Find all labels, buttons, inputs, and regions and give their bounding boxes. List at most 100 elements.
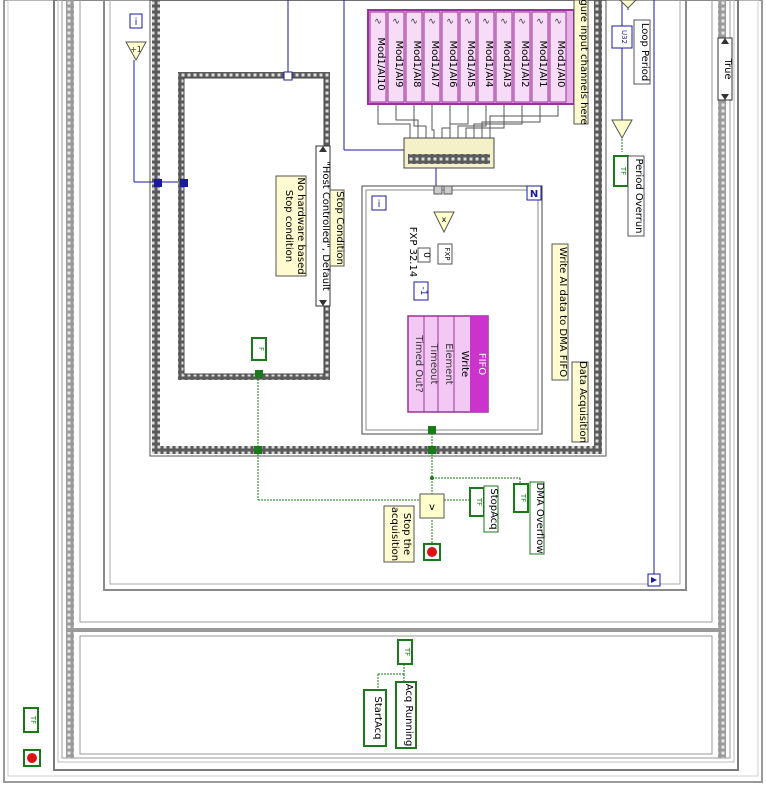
- channel-wave-icon: ∿: [518, 17, 526, 27]
- stop-comment-line2: acquisition: [389, 507, 400, 561]
- stop-comment: Stop the acquisition: [383, 505, 415, 563]
- case-selector-true[interactable]: True: [717, 37, 733, 101]
- ai-channel-cells: ∿Mod1/AI10∿Mod1/AI9∿Mod1/AI8∿Mod1/AI7∿Mo…: [369, 11, 567, 103]
- for-iteration-terminal: i: [378, 199, 381, 210]
- period-overrun-type: TF: [619, 166, 627, 175]
- channel-wave-icon: ∿: [446, 17, 454, 27]
- case-selector-label[interactable]: "Host Controlled", Default: [315, 145, 331, 307]
- svg-text:x: x: [442, 215, 447, 224]
- channel-constant[interactable]: ∿ Mod1/AI10: [369, 11, 387, 103]
- dma-overflow-indicator[interactable]: TF DMA Overflow: [513, 481, 545, 555]
- channel-label: Mod1/AI8: [411, 41, 422, 88]
- zero-constant: 0: [421, 252, 431, 258]
- fifo-element-label: Element: [443, 343, 454, 384]
- timed-loop: [103, 0, 687, 591]
- start-acq-local[interactable]: StartAcq: [363, 689, 387, 747]
- sequence-frame-main: [61, 0, 731, 759]
- fifo-title: FIFO: [476, 353, 487, 375]
- channel-constant[interactable]: ∿ Mod1/AI2: [513, 11, 531, 103]
- channel-label: Mod1/AI3: [501, 41, 512, 88]
- stop-acq-label: StopAcq: [488, 488, 499, 529]
- svg-text:F: F: [257, 347, 265, 351]
- channel-label: Mod1/AI10: [375, 37, 386, 90]
- acq-running-type: TF: [403, 647, 411, 656]
- dma-overflow-label: DMA Overflow: [534, 483, 545, 554]
- channel-label: Mod1/AI5: [465, 41, 476, 88]
- outer-stop-type: TF: [29, 715, 37, 724]
- configure-channels-comment: gure input channels here: [573, 0, 589, 125]
- channel-wave-icon: ∿: [554, 17, 562, 27]
- period-overrun-node: TF Period Overrun: [611, 119, 645, 237]
- data-acquisition-text: Data Acquisition: [577, 361, 588, 443]
- stop-condition-label: Stop Condition: [329, 189, 345, 267]
- or-node: v: [419, 493, 445, 519]
- boolean-tunnels: [254, 446, 436, 480]
- channel-label: Mod1/AI2: [519, 41, 530, 88]
- start-acq-label: StartAcq: [372, 697, 383, 740]
- data-acquisition-label: Data Acquisition: [571, 361, 589, 443]
- channel-label: Mod1/AI1: [537, 41, 548, 88]
- no-hw-line2: Stop condition: [283, 190, 294, 262]
- channel-wave-icon: ∿: [536, 17, 544, 27]
- channel-wave-icon: ∿: [392, 17, 400, 27]
- acq-running-indicator[interactable]: TF Acq Running: [395, 639, 417, 749]
- channel-constant[interactable]: ∿ Mod1/AI0: [549, 11, 567, 103]
- stop-acq-local[interactable]: TF StopAcq: [469, 485, 499, 533]
- neg-one-constant: -1: [413, 281, 429, 301]
- channel-label: Mod1/AI4: [483, 41, 494, 88]
- channel-constant[interactable]: ∿ Mod1/AI3: [495, 11, 513, 103]
- loop-period-label: Loop Period: [639, 23, 650, 81]
- channel-constant[interactable]: ∿ Mod1/AI5: [459, 11, 477, 103]
- count-terminal: N: [530, 189, 538, 200]
- channel-wave-icon: ∿: [410, 17, 418, 27]
- fifo-write-node[interactable]: FIFO Write Element Timeout Timed Out?: [407, 315, 489, 413]
- svg-text:+1: +1: [130, 45, 142, 54]
- no-hw-line1: No hardware based: [295, 177, 306, 274]
- channel-label: Mod1/AI0: [555, 41, 566, 88]
- outer-stop-terminal[interactable]: TF: [23, 707, 41, 767]
- write-ai-dma-text: Write AI data to DMA FIFO: [557, 247, 568, 377]
- channel-label: Mod1/AI7: [429, 41, 440, 88]
- neg-one-text: -1: [418, 287, 428, 296]
- channel-constant[interactable]: ∿ Mod1/AI9: [387, 11, 405, 103]
- for-loop-fifo: N i: [361, 185, 543, 435]
- case-selector-label: True: [722, 57, 733, 79]
- channel-constant[interactable]: ∿Mod1/AI6: [441, 11, 459, 103]
- fifo-write-label: Write: [459, 351, 470, 377]
- stop-condition-text: Stop Condition: [334, 191, 345, 265]
- channel-wires: [377, 102, 559, 138]
- channel-wave-icon: ∿: [500, 17, 508, 27]
- stop-terminal[interactable]: [423, 543, 441, 561]
- channel-constant[interactable]: ∿ Mod1/AI8: [405, 11, 423, 103]
- loop-period-node: U32 Loop Period: [611, 0, 651, 85]
- acq-running-label: Acq Running: [403, 684, 414, 747]
- u32-type: U32: [620, 30, 628, 44]
- stop-comment-line1: Stop the: [401, 513, 412, 555]
- selector-terminal: [180, 179, 188, 187]
- fifo-timeout-label: Timeout: [428, 343, 439, 385]
- configure-channels-text: gure input channels here: [578, 0, 589, 125]
- channel-label: Mod1/AI9: [393, 41, 404, 88]
- timed-loop-exit-terminal: [647, 573, 661, 587]
- dma-overflow-type: TF: [519, 493, 527, 502]
- channel-wave-icon: ∿: [428, 17, 436, 27]
- frame-2: [79, 635, 713, 755]
- selector-tunnel: [154, 179, 162, 187]
- svg-text:v: v: [429, 502, 435, 513]
- channel-constant[interactable]: ∿ Mod1/AI4: [477, 11, 495, 103]
- outer-sequence-frame: [3, 0, 763, 783]
- channel-wave-icon: ∿: [482, 17, 490, 27]
- channel-wave-icon: ∿: [374, 17, 382, 27]
- fxp-type-text: FXP 32.14: [407, 227, 418, 277]
- no-hardware-comment: No hardware based Stop condition: [275, 175, 307, 277]
- channel-constant[interactable]: ∿ Mod1/AI7: [423, 11, 441, 103]
- channel-wave-icon: ∿: [464, 17, 472, 27]
- frame-1: [79, 0, 713, 623]
- channel-constant[interactable]: ∿ Mod1/AI1: [531, 11, 549, 103]
- write-ai-dma-comment: Write AI data to DMA FIFO: [551, 243, 569, 381]
- boolean-wires: [257, 136, 623, 690]
- build-array-node: [403, 137, 495, 169]
- case-structure-stop-condition: [154, 71, 330, 380]
- stop-acq-type: TF: [475, 497, 483, 506]
